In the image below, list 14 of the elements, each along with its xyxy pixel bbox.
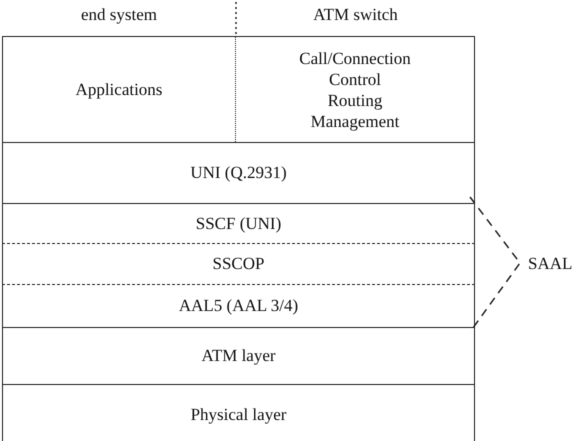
layer-box: Physical layer [2, 384, 475, 441]
layer-box: AAL5 (AAL 3/4) [2, 284, 475, 327]
header-label: ATM switch [312, 5, 399, 25]
layer-box: Applications [2, 36, 236, 142]
layer-box [236, 36, 475, 142]
layer-box: SSCOP [2, 243, 475, 284]
header-label: end system [80, 5, 158, 25]
function-label: Routing [328, 90, 382, 110]
bracket-label: SAAL [528, 254, 572, 274]
function-label: Management [310, 110, 400, 132]
layer-box: ATM layer [2, 327, 475, 384]
function-label: Call/Connection Control [298, 48, 412, 90]
layer-box: SSCF (UNI) [2, 203, 475, 243]
layer-box: UNI (Q.2931) [2, 142, 475, 203]
